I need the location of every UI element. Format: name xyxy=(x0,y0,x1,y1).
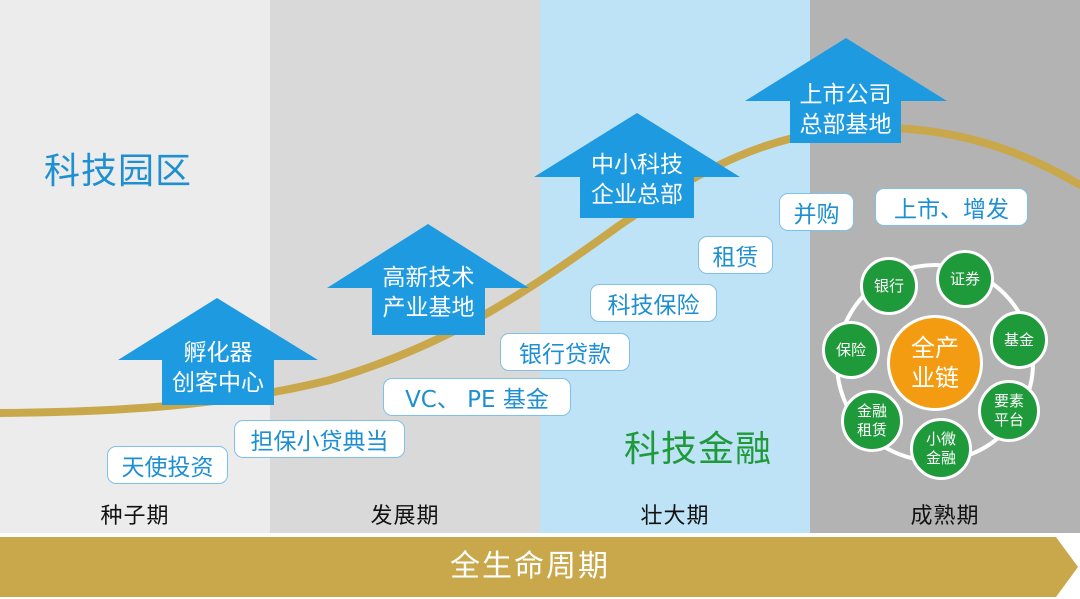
hub-line2: 业链 xyxy=(911,364,959,392)
node-factor-line2: 平台 xyxy=(993,411,1024,429)
node-micro-finance: 小微 金融 xyxy=(910,418,972,480)
node-fund: 基金 xyxy=(990,311,1048,369)
tag-angel-investment: 天使投资 xyxy=(107,446,228,484)
tag-mergers-acquisitions: 并购 xyxy=(779,193,854,231)
node-financial-leasing: 金融 租赁 xyxy=(841,390,903,452)
arrow-hightech-text: 高新技术 产业基地 xyxy=(372,263,485,323)
panel-seed-stage xyxy=(0,0,270,533)
up-arrow-sme-hq xyxy=(534,113,740,218)
node-bank: 银行 xyxy=(860,257,918,315)
tag-ipo-secondary: 上市、增发 xyxy=(875,188,1028,226)
node-insurance-label: 保险 xyxy=(835,340,866,359)
tag-vc-pe-fund: VC、 PE 基金 xyxy=(383,378,571,416)
arrow-incubator-text: 孵化器 创客中心 xyxy=(162,338,274,398)
finance-label: 科技金融 xyxy=(624,429,773,470)
node-factor-platform: 要素 平台 xyxy=(978,380,1040,442)
tag-bank-loan: 银行贷款 xyxy=(500,333,630,371)
arrows-layer xyxy=(118,38,947,405)
node-securities: 证券 xyxy=(936,250,994,308)
node-micro-line1: 小微 xyxy=(925,430,956,448)
tag-tech-insurance: 科技保险 xyxy=(590,284,717,322)
stage-label-seed: 种子期 xyxy=(100,504,170,529)
node-fund-label: 基金 xyxy=(1003,330,1034,349)
node-insurance: 保险 xyxy=(822,321,880,379)
arrow-sme-line1: 中小科技 xyxy=(591,152,683,178)
up-arrow-listed-hq xyxy=(745,38,947,143)
node-finlease-line2: 租赁 xyxy=(856,421,887,439)
stage-label-growth: 壮大期 xyxy=(640,504,710,529)
arrow-hightech-line2: 产业基地 xyxy=(382,295,475,321)
arrow-listed-text: 上市公司 总部基地 xyxy=(790,80,901,140)
tag-leasing: 租赁 xyxy=(698,236,773,274)
lifecycle-arrow-bar xyxy=(0,537,1078,597)
lifecycle-arrow-shape xyxy=(0,537,1078,597)
arrow-incubator-line1: 孵化器 xyxy=(183,340,253,366)
arrow-listed-line1: 上市公司 xyxy=(799,82,892,108)
node-securities-label: 证券 xyxy=(949,269,980,288)
arrow-incubator-line2: 创客中心 xyxy=(172,370,264,396)
hub-line1: 全产 xyxy=(911,334,959,362)
tag-guarantee-loan: 担保小贷典当 xyxy=(234,420,405,458)
up-arrow-hightech-base xyxy=(327,224,529,335)
hub-full-industry-chain: 全产 业链 xyxy=(887,315,983,411)
node-bank-label: 银行 xyxy=(873,276,904,295)
arrow-listed-line2: 总部基地 xyxy=(799,112,892,138)
arrow-sme-line2: 企业总部 xyxy=(591,182,683,208)
node-finlease-line1: 金融 xyxy=(856,402,887,420)
arrow-sme-text: 中小科技 企业总部 xyxy=(580,150,694,210)
stage-label-development: 发展期 xyxy=(370,504,440,529)
stage-label-mature: 成熟期 xyxy=(910,504,980,529)
node-factor-line1: 要素 xyxy=(993,392,1024,410)
node-micro-line2: 金融 xyxy=(925,449,956,467)
up-arrow-incubator xyxy=(118,298,318,405)
lifecycle-label: 全生命周期 xyxy=(450,549,610,584)
park-label: 科技园区 xyxy=(44,151,193,192)
arrow-hightech-line1: 高新技术 xyxy=(382,265,475,291)
